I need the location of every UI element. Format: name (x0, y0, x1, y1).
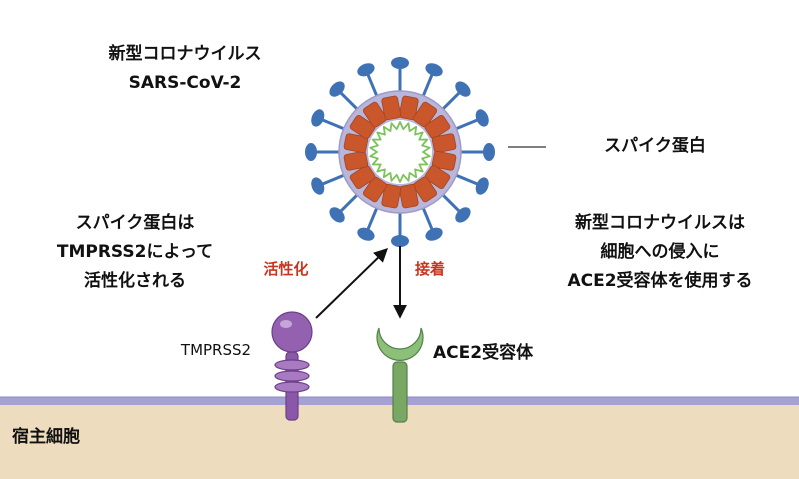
spike-stalk (453, 117, 481, 132)
spike-stalk (420, 205, 435, 233)
nucleocapsid-proteins (343, 95, 457, 209)
spike-head (483, 143, 495, 161)
spike-head (391, 57, 409, 69)
virus-particle (305, 57, 495, 247)
nucleocapsid-protein (398, 183, 419, 209)
spike-head (305, 143, 317, 161)
nucleocapsid-protein (381, 183, 402, 209)
nucleocapsid-protein (424, 164, 451, 190)
spike-head (329, 207, 345, 223)
spike-stalk (365, 71, 380, 99)
spike-head (311, 177, 325, 195)
right-note-line1: 新型コロナウイルスは (575, 213, 745, 233)
right-note-line3: ACE2受容体を使用する (567, 271, 753, 291)
nucleocapsid-protein (349, 164, 376, 190)
host-cell-label: 宿主細胞 (12, 427, 80, 447)
nucleocapsid-protein (412, 176, 438, 203)
right-note-line2: 細胞への侵入に (600, 242, 720, 262)
spike-head (391, 235, 409, 247)
spike-head (425, 63, 443, 77)
nucleocapsid-protein (412, 101, 438, 128)
nucleocapsid-protein (431, 150, 457, 171)
spike-stalk (338, 90, 361, 113)
spike-head (357, 63, 375, 77)
spike-stalk (439, 191, 462, 214)
nucleocapsid-protein (343, 150, 369, 171)
nucleocapsid-protein (343, 133, 369, 154)
nucleocapsid-protein (431, 133, 457, 154)
ace2-receptor (376, 327, 424, 423)
nucleocapsid-protein (424, 114, 451, 140)
tmprss2-protein (271, 311, 313, 421)
nucleocapsid-protein (381, 95, 402, 121)
spike-stalk (453, 172, 481, 187)
spike-proteins (305, 57, 495, 247)
virus-name-line2: SARS-CoV-2 (128, 73, 242, 93)
left-note-line1: スパイク蛋白は (75, 213, 195, 233)
spike-stalk (319, 172, 347, 187)
viral-rna (369, 121, 431, 183)
spike-head (329, 81, 345, 97)
spike-stalk (439, 90, 462, 113)
activation-label: 活性化 (263, 260, 309, 278)
spike-stalk (319, 117, 347, 132)
nucleocapsid-protein (398, 95, 419, 121)
ace2-label: ACE2受容体 (433, 343, 534, 363)
spike-protein-label: スパイク蛋白 (604, 136, 706, 156)
tmprss2-label: TMPRSS2 (180, 341, 252, 359)
virus-name-line1: 新型コロナウイルス (108, 44, 262, 64)
spike-head (357, 227, 375, 241)
spike-stalk (338, 191, 361, 214)
left-note-line2: TMPRSS2によって (56, 242, 214, 262)
spike-stalk (365, 205, 380, 233)
left-note-line3: 活性化される (84, 271, 186, 291)
spike-head (311, 109, 325, 127)
spike-head (425, 227, 443, 241)
spike-head (475, 109, 489, 127)
spike-head (455, 207, 471, 223)
binding-label: 接着 (414, 260, 445, 278)
spike-stalk (420, 71, 435, 99)
nucleocapsid-protein (362, 176, 388, 203)
nucleocapsid-protein (349, 114, 376, 140)
viral-core (368, 120, 432, 184)
nucleocapsid-protein (362, 101, 388, 128)
spike-head (455, 81, 471, 97)
activation-arrow (315, 248, 389, 319)
spike-head (475, 177, 489, 195)
